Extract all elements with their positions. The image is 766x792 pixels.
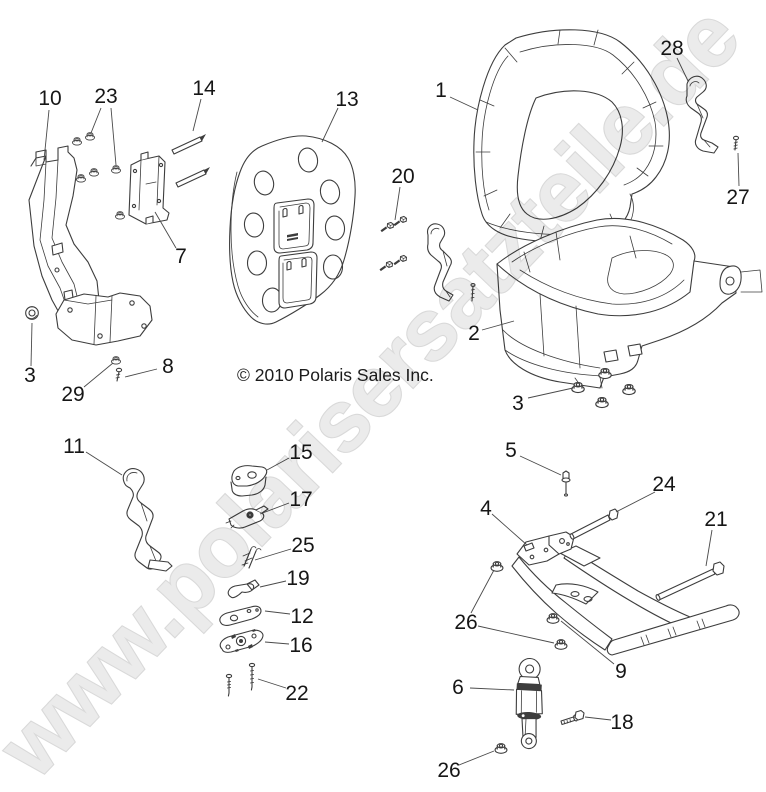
callout-18: 18 bbox=[610, 711, 633, 734]
callout-25: 25 bbox=[291, 534, 314, 557]
callout-4: 4 bbox=[480, 497, 492, 520]
callout-16: 16 bbox=[289, 634, 312, 657]
callout-17: 17 bbox=[289, 488, 312, 511]
callout-21: 21 bbox=[704, 508, 727, 531]
part-5-bolt-icon bbox=[561, 470, 571, 497]
callout-8: 8 bbox=[162, 355, 174, 378]
callout-27: 27 bbox=[726, 186, 749, 209]
callout-3-right: 3 bbox=[512, 392, 524, 415]
callout-10: 10 bbox=[38, 87, 61, 110]
part-21-bolt-icon bbox=[655, 561, 725, 601]
part-27-screw-icon bbox=[732, 135, 740, 151]
callout-15: 15 bbox=[289, 441, 312, 464]
callout-1: 1 bbox=[435, 79, 447, 102]
part-7-bracket-icon bbox=[128, 151, 170, 225]
callout-9: 9 bbox=[615, 660, 627, 683]
part-12-plate-icon bbox=[219, 605, 262, 626]
callout-5: 5 bbox=[505, 439, 517, 462]
part-14-screws-icon bbox=[171, 134, 210, 188]
callout-28: 28 bbox=[660, 37, 683, 60]
part-20-bolts-icon bbox=[379, 214, 408, 273]
part-9-nut-icon bbox=[546, 613, 560, 624]
callout-13: 13 bbox=[335, 88, 358, 111]
part-6-shock-icon bbox=[515, 657, 543, 750]
part-11-lever-icon bbox=[122, 468, 173, 572]
callout-23: 23 bbox=[94, 85, 117, 108]
part-10-seat-bracket-icon bbox=[28, 145, 153, 346]
part-24-bolt-icon bbox=[569, 508, 619, 540]
part-17-latch-icon bbox=[225, 505, 269, 529]
part-23-nuts-icon bbox=[71, 132, 126, 220]
part-1-seat-back-icon bbox=[473, 29, 670, 242]
callout-29: 29 bbox=[61, 383, 84, 406]
callout-2: 2 bbox=[468, 322, 480, 345]
callout-26-lower: 26 bbox=[437, 759, 460, 782]
leader-lines bbox=[30, 57, 740, 766]
callout-12: 12 bbox=[290, 605, 313, 628]
callout-26-upper: 26 bbox=[454, 611, 477, 634]
callout-7: 7 bbox=[175, 245, 187, 268]
callout-3-left: 3 bbox=[24, 364, 36, 387]
callout-14: 14 bbox=[192, 77, 216, 100]
callout-11: 11 bbox=[63, 435, 85, 458]
part-22-screws-icon bbox=[225, 662, 256, 697]
part-3-locknut-icon bbox=[25, 306, 39, 320]
part-18-bolt-icon bbox=[560, 709, 585, 726]
diagram-line-art bbox=[25, 29, 763, 754]
part-25-pins-icon bbox=[241, 546, 262, 569]
part-19-clip-icon bbox=[227, 579, 260, 599]
callout-labels: 10 23 14 13 1 28 27 20 7 2 3 3 29 8 11 1… bbox=[24, 37, 750, 782]
callout-20: 20 bbox=[391, 165, 414, 188]
part-8-screw-icon bbox=[115, 367, 123, 382]
part-16-ratchet-icon bbox=[219, 629, 264, 653]
callout-19: 19 bbox=[286, 567, 309, 590]
part-13-mount-plate-icon bbox=[229, 135, 356, 325]
callout-24: 24 bbox=[652, 473, 676, 496]
callout-6: 6 bbox=[452, 676, 464, 699]
callout-22: 22 bbox=[285, 682, 308, 705]
part-15-block-icon bbox=[230, 465, 268, 497]
seat-left-lever-icon bbox=[427, 223, 476, 302]
part-4-frame-icon bbox=[511, 531, 740, 656]
copyright-text: © 2010 Polaris Sales Inc. bbox=[237, 365, 434, 385]
part-28-lever-icon bbox=[685, 75, 719, 154]
